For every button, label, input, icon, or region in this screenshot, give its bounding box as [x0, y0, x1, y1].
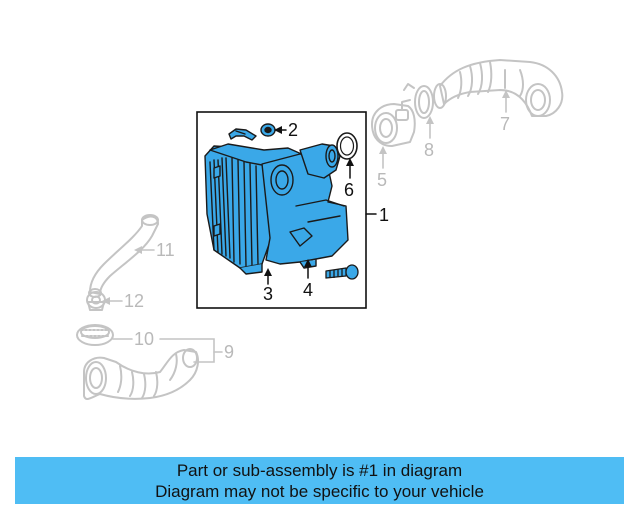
assembly-bolt[interactable]	[325, 264, 359, 280]
callout-1: 1	[379, 205, 389, 225]
part-10-ring	[76, 324, 114, 346]
callout-2: 2	[288, 120, 298, 140]
assembly-highlight-box	[196, 111, 367, 309]
part-11-breather-tube	[88, 214, 159, 298]
part-2-bracket	[228, 128, 257, 141]
parts-diagram: 1 2 3 4 5 6 7 8 9 10 11 12	[76, 59, 564, 401]
callout-10: 10	[134, 329, 154, 349]
dark-arrowheads	[264, 126, 354, 276]
part-2-grommet	[260, 123, 276, 137]
part-1-air-cleaner-assembly[interactable]	[204, 123, 349, 275]
banner-line-2: Diagram may not be specific to your vehi…	[155, 481, 484, 501]
callout-7: 7	[500, 114, 510, 134]
part-7-intake-hose	[433, 59, 564, 117]
callout-3: 3	[263, 284, 273, 304]
callout-6: 6	[344, 180, 354, 200]
callout-5: 5	[377, 170, 387, 190]
callout-4: 4	[303, 280, 313, 300]
part-6-seal-ring[interactable]	[336, 132, 358, 160]
part-9-lower-duct	[83, 348, 199, 401]
info-banner: Part or sub-assembly is #1 in diagram Di…	[15, 457, 624, 504]
callout-11: 11	[156, 240, 175, 260]
faded-arrowheads	[102, 90, 510, 305]
faded-parts	[76, 59, 564, 401]
part-8-clamp	[403, 83, 434, 119]
part-5-sensor	[371, 99, 416, 147]
banner-line-1: Part or sub-assembly is #1 in diagram	[176, 460, 463, 480]
callout-8: 8	[424, 140, 434, 160]
callout-12: 12	[124, 291, 144, 311]
callout-9: 9	[224, 342, 234, 362]
